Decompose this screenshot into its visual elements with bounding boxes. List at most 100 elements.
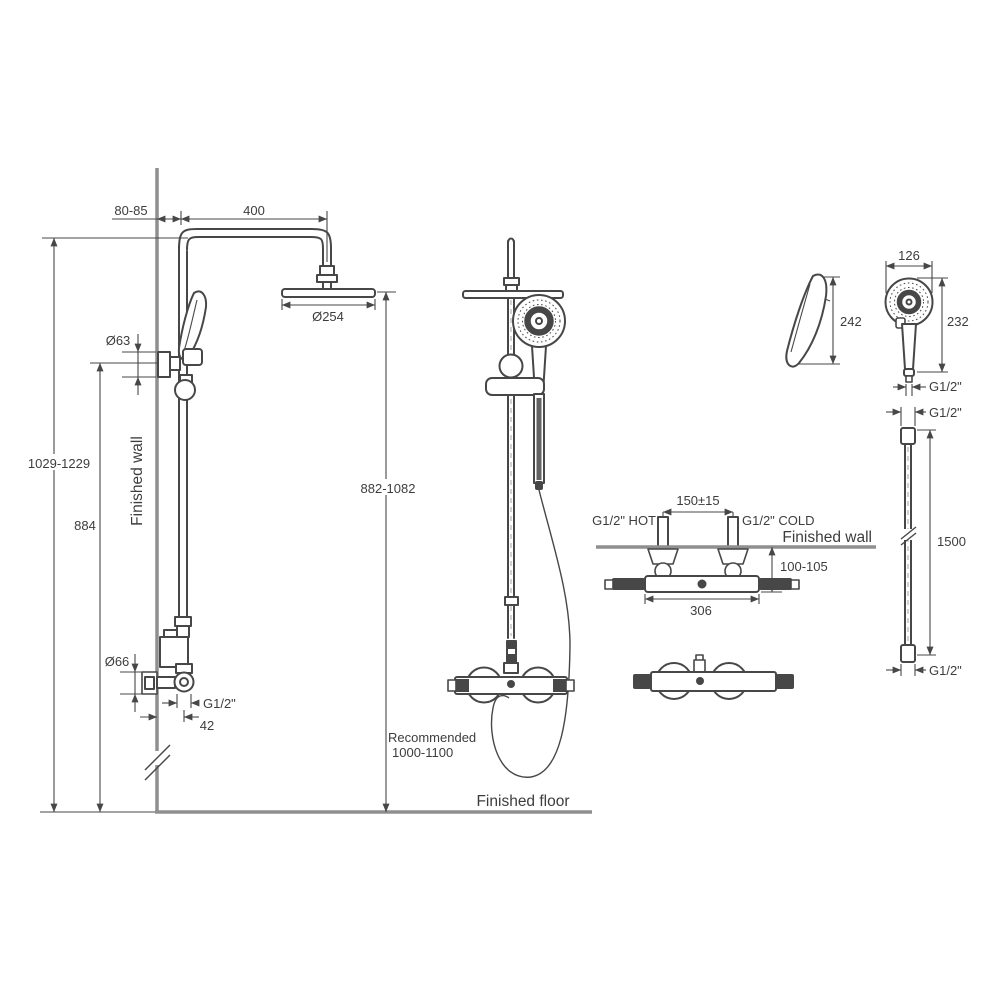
outlet-thread-label: G1/2" bbox=[203, 696, 236, 711]
hand-shower-handle-detail bbox=[901, 323, 917, 370]
union-nut bbox=[506, 647, 517, 656]
slider-knob-front bbox=[498, 353, 524, 379]
top-outlet bbox=[693, 659, 706, 673]
wall-escutcheon bbox=[157, 351, 171, 378]
finished-wall-label-detail: Finished wall bbox=[782, 529, 872, 546]
mixer-body-front-detail bbox=[650, 671, 777, 692]
finished-wall-label: Finished wall bbox=[129, 436, 146, 526]
hand-shower-holder-front bbox=[485, 377, 545, 396]
wall-and-floor bbox=[40, 168, 592, 814]
head-connector-nut bbox=[319, 265, 335, 276]
spray-nozzle-ring bbox=[894, 287, 924, 317]
dim-label-head-diameter: Ø254 bbox=[312, 309, 344, 324]
mixer-handle-cap bbox=[565, 679, 575, 692]
rain-shower-head-side bbox=[281, 288, 376, 298]
rail-end-cap bbox=[174, 616, 192, 627]
in-wall-elbow-detail bbox=[144, 676, 155, 690]
union-nut bbox=[506, 640, 517, 648]
handle-end-cap bbox=[903, 368, 915, 377]
mixer-handle-cap bbox=[447, 679, 457, 692]
cold-inlet-label: G1/2" COLD bbox=[742, 513, 815, 528]
mixer-handle bbox=[612, 578, 645, 590]
dim-label-arm-reach: 400 bbox=[243, 203, 265, 218]
hot-inlet-pipe bbox=[657, 516, 669, 548]
mixer-handle-cap bbox=[604, 579, 614, 590]
mixer-handle bbox=[633, 674, 651, 689]
head-stem bbox=[322, 281, 332, 290]
hose-detail: G1/2" 1500 G1/2" bbox=[886, 405, 966, 678]
hose-thread-label-top: G1/2" bbox=[929, 405, 962, 420]
inlet-escutcheon bbox=[647, 548, 679, 565]
outlet-stub bbox=[156, 676, 176, 689]
recommended-range-label: 1000-1100 bbox=[392, 745, 453, 760]
spray-center-ring bbox=[896, 289, 922, 315]
hand-shower-grip-shade bbox=[536, 398, 542, 480]
spray-nozzle-ring bbox=[522, 304, 556, 338]
union-nut bbox=[506, 655, 517, 663]
inlet-escutcheon bbox=[717, 548, 749, 565]
mixer-handle bbox=[456, 679, 469, 692]
hand-shower-detail: 242 126 232 G1/2" bbox=[785, 248, 969, 396]
hose-break-mark bbox=[900, 526, 917, 546]
mixer-center-dot bbox=[696, 677, 704, 685]
hot-inlet-label: G1/2" HOT bbox=[592, 513, 656, 528]
mixer-handle bbox=[553, 679, 566, 692]
dim-label-inlet-spacing: 150±15 bbox=[676, 493, 719, 508]
outlet-fitting-bore bbox=[179, 677, 189, 687]
mixer-handle bbox=[759, 578, 792, 590]
dim-label-wall-clearance: 100-105 bbox=[780, 559, 828, 574]
dim-label-hose-length: 1500 bbox=[937, 534, 966, 549]
shower-hose bbox=[490, 489, 571, 778]
dim-label-wall-offset: 80-85 bbox=[114, 203, 147, 218]
supply-pipe bbox=[169, 356, 181, 371]
hose-fitting-bottom bbox=[900, 644, 916, 663]
hose-fitting-top bbox=[900, 427, 916, 445]
hand-shower-holder-side bbox=[182, 348, 203, 366]
mixer-body-side bbox=[159, 636, 189, 668]
spray-nozzle-ring bbox=[889, 282, 929, 322]
dim-label-flange-diameter: Ø66 bbox=[105, 654, 130, 669]
shower-column-side bbox=[141, 228, 376, 695]
slider-knob-side bbox=[174, 379, 196, 401]
arm-nut bbox=[503, 277, 520, 286]
dim-label-bracket-diameter: Ø63 bbox=[106, 333, 131, 348]
head-connector-nut bbox=[316, 274, 338, 283]
mixer-handle-cap bbox=[790, 579, 800, 590]
spray-nozzle-ring bbox=[517, 299, 561, 343]
dim-label-riser-height: 1029-1229 bbox=[28, 456, 90, 471]
shower-arm bbox=[186, 236, 324, 269]
arm-stub-top bbox=[507, 237, 515, 244]
dim-label-side-height: 242 bbox=[840, 314, 862, 329]
mixer-center-dot bbox=[507, 680, 515, 688]
rail-stop bbox=[504, 596, 519, 606]
mixer-handle bbox=[776, 674, 794, 689]
dimensions-side: 80-85 400 Ø254 Ø63 1029-1229 884 bbox=[27, 203, 570, 813]
hand-shower-profile-line bbox=[790, 283, 811, 353]
mixer-top-cap-side bbox=[163, 629, 178, 638]
recommended-label: Recommended bbox=[388, 730, 476, 745]
wall-break-mark bbox=[144, 744, 171, 781]
side-view: 80-85 400 Ø254 Ø63 1029-1229 884 bbox=[27, 168, 592, 814]
thread-label: G1/2" bbox=[929, 379, 962, 394]
dim-label-outlet-offset: 42 bbox=[200, 718, 214, 733]
thread-nipple bbox=[905, 375, 913, 383]
profile-nub bbox=[824, 298, 831, 302]
dim-label-face-width: 126 bbox=[898, 248, 920, 263]
mixer-front-view-detail bbox=[633, 654, 794, 700]
dim-label-mixer-height: 884 bbox=[74, 518, 96, 533]
mixer-outlet-union bbox=[503, 662, 519, 674]
hand-shower-side-detail bbox=[183, 299, 198, 352]
hose-thread-label-bottom: G1/2" bbox=[929, 663, 962, 678]
hand-shower-profile bbox=[785, 273, 828, 368]
mixer-center-dot bbox=[697, 579, 707, 589]
hose-nut bbox=[535, 481, 543, 490]
front-view bbox=[447, 237, 575, 778]
rail-end-nut bbox=[176, 625, 190, 638]
spray-center-dot bbox=[905, 298, 913, 306]
dim-label-body-width: 306 bbox=[690, 603, 712, 618]
dim-label-front-height: 232 bbox=[947, 314, 969, 329]
dim-label-head-height: 882-1082 bbox=[361, 481, 416, 496]
mixer-detail: 150±15 G1/2" HOT G1/2" COLD Finished wal… bbox=[592, 493, 876, 700]
